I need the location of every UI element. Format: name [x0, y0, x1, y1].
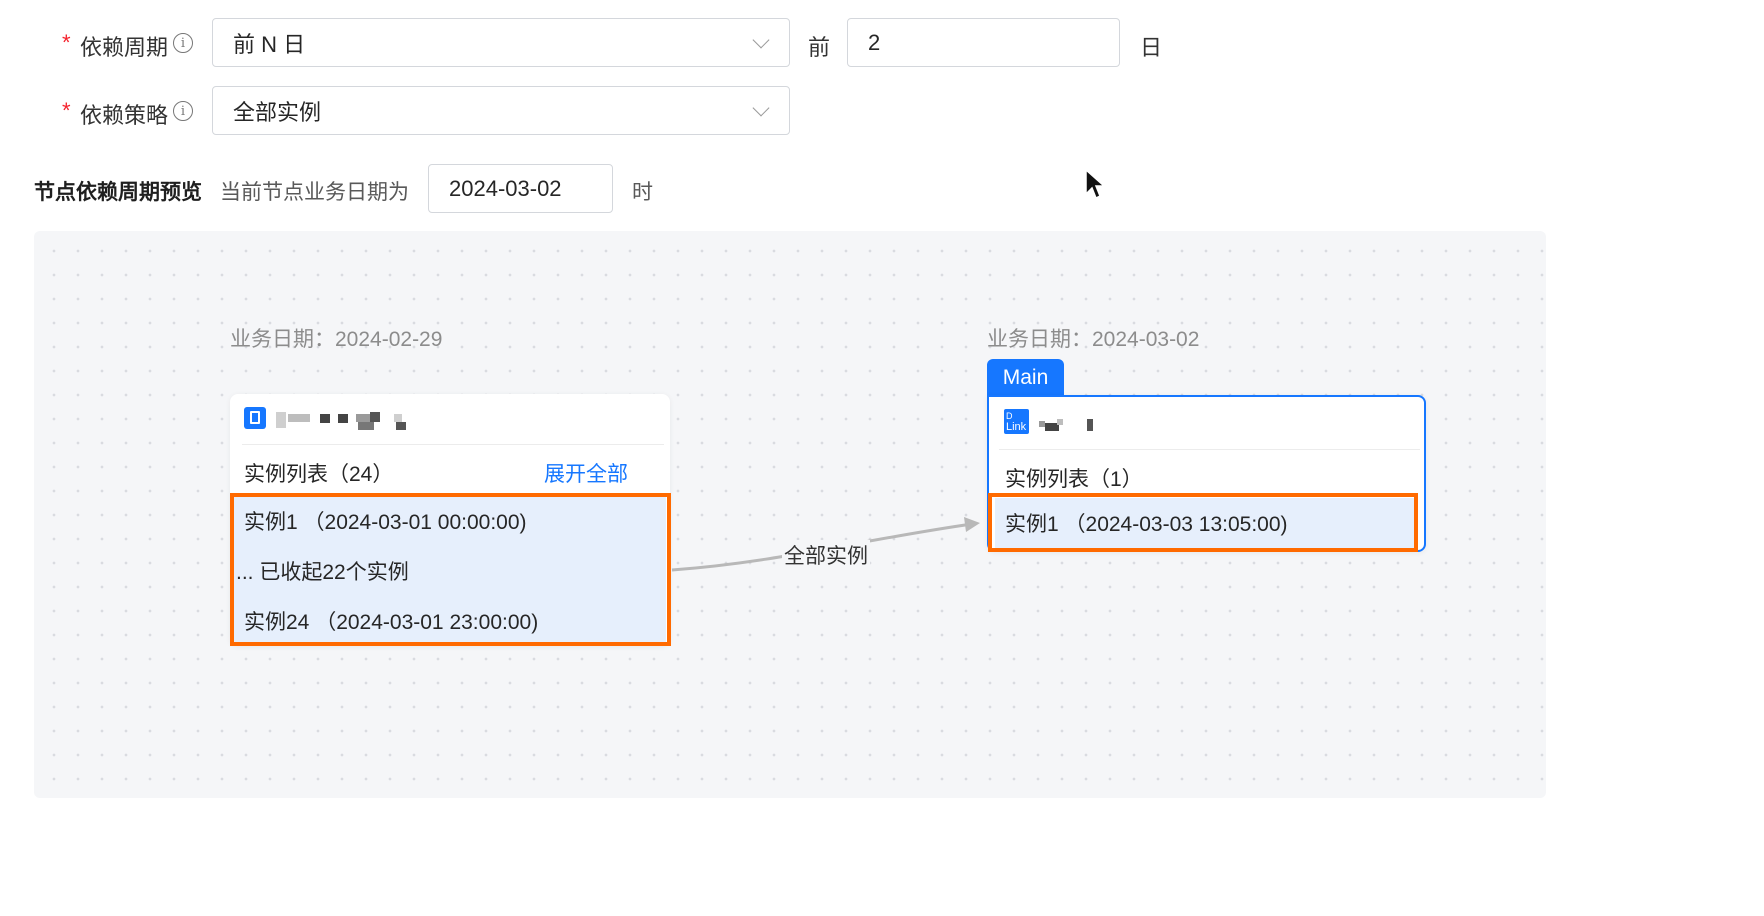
- preview-desc: 当前节点业务日期为: [220, 181, 409, 204]
- main-tag-label: Main: [1002, 365, 1049, 389]
- dlink-icon-bottom: Link: [1006, 421, 1027, 433]
- strategy-label: 依赖策略: [80, 103, 169, 128]
- info-icon[interactable]: i: [173, 33, 193, 53]
- mouse-cursor-icon: [1085, 168, 1104, 200]
- highlight-box: [230, 493, 671, 646]
- instance-row[interactable]: 实例1 （2024-03-03 13:05:00): [995, 498, 1418, 548]
- upstream-date-label: 业务日期：2024-02-29: [230, 328, 443, 351]
- chevron-down-icon: [752, 99, 770, 116]
- n-days-value: 2: [868, 29, 881, 55]
- cycle-select[interactable]: 前 N 日: [212, 18, 790, 67]
- preview-title: 节点依赖周期预览: [34, 181, 202, 204]
- info-icon[interactable]: i: [173, 101, 193, 121]
- instance-row[interactable]: 实例24 （2024-03-01 23:00:00): [234, 596, 666, 646]
- collapsed-label: ... 已收起22个实例: [236, 561, 409, 584]
- current-date-label: 业务日期：2024-03-02: [987, 328, 1200, 351]
- divider: [999, 449, 1420, 450]
- business-date-input[interactable]: 2024-03-02: [428, 164, 613, 213]
- instance-list: 实例1 （2024-03-03 13:05:00): [995, 498, 1418, 548]
- cycle-prefix: 前: [808, 35, 831, 60]
- expand-all-link[interactable]: 展开全部: [544, 463, 628, 486]
- current-node-card[interactable]: D Link 实例列表（1） 实例1 （2024-03-03 13:05:00): [987, 395, 1426, 552]
- n-days-input[interactable]: 2: [847, 18, 1120, 67]
- instance-list: 实例1 （2024-03-01 00:00:00) ... 已收起22个实例 实…: [234, 494, 666, 644]
- business-date-value: 2024-03-02: [449, 175, 562, 201]
- node-type-icon: [244, 407, 266, 429]
- dlink-icon: D Link: [1004, 409, 1029, 434]
- instance-label: 实例1 （2024-03-01 00:00:00): [244, 511, 527, 534]
- redacted-node-name: [1037, 415, 1107, 433]
- instance-label: 实例24 （2024-03-01 23:00:00): [244, 611, 539, 634]
- required-mark: *: [62, 98, 71, 123]
- main-tag: Main: [987, 359, 1064, 396]
- instance-label: 实例1 （2024-03-03 13:05:00): [1005, 513, 1288, 536]
- strategy-select[interactable]: 全部实例: [212, 86, 790, 135]
- preview-unit: 时: [632, 181, 653, 204]
- edge-label: 全部实例: [782, 540, 870, 570]
- current-list-title: 实例列表（1）: [1005, 468, 1143, 491]
- highlight-box: [988, 493, 1418, 552]
- divider: [242, 444, 664, 445]
- chevron-down-icon: [752, 31, 770, 48]
- upstream-node-card[interactable]: 实例列表（24） 展开全部 实例1 （2024-03-01 00:00:00) …: [230, 394, 670, 646]
- cycle-unit: 日: [1140, 35, 1163, 60]
- collapsed-instances-row[interactable]: ... 已收起22个实例: [234, 546, 666, 596]
- upstream-list-title: 实例列表（24）: [244, 463, 394, 486]
- required-mark: *: [62, 30, 71, 55]
- strategy-select-value: 全部实例: [233, 99, 322, 125]
- instance-row[interactable]: 实例1 （2024-03-01 00:00:00): [234, 496, 666, 546]
- cycle-select-value: 前 N 日: [233, 31, 306, 57]
- redacted-node-name: [274, 410, 414, 432]
- dlink-icon-top: D: [1006, 411, 1013, 421]
- arrow-head-icon: [964, 517, 980, 532]
- cycle-label: 依赖周期: [80, 35, 169, 60]
